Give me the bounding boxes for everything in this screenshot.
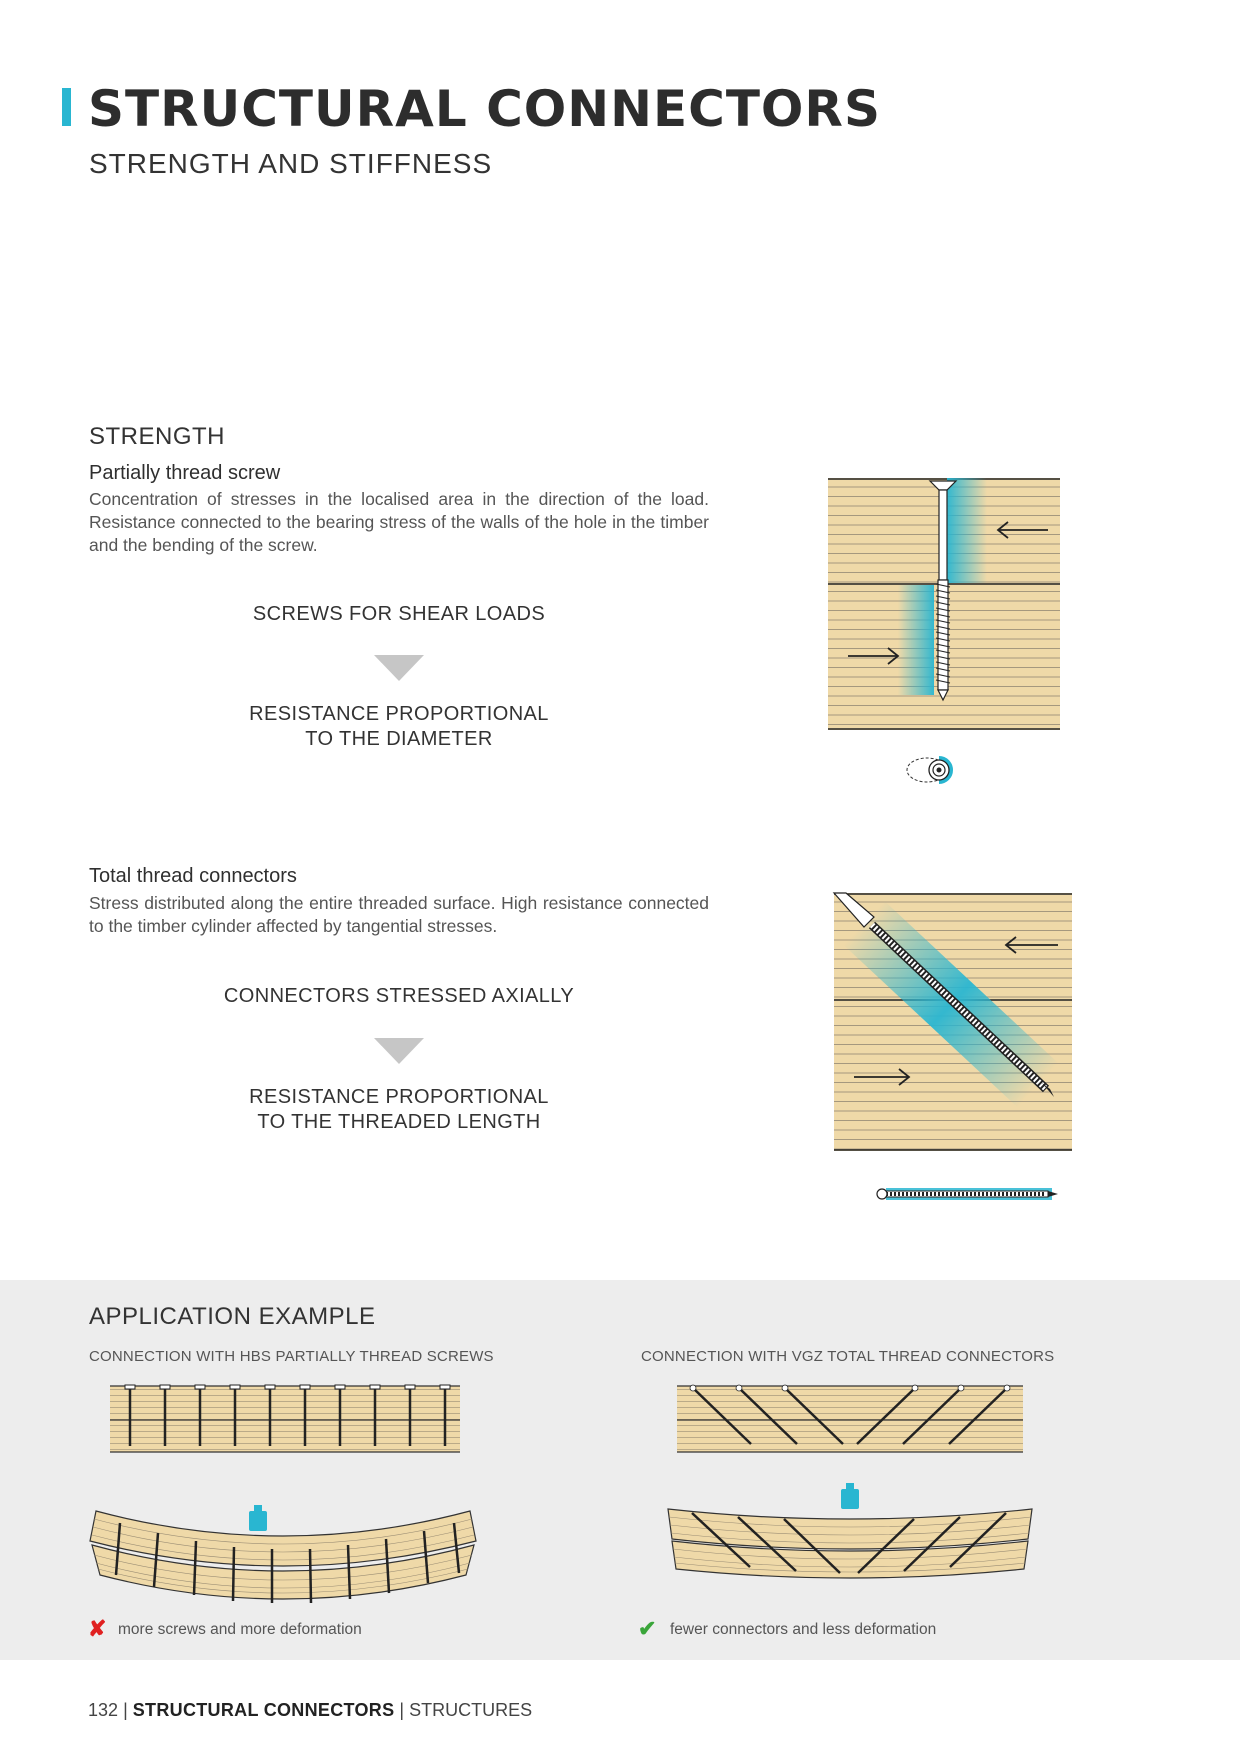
partial-thread-title: Partially thread screw: [89, 462, 281, 484]
total-label-bottom-line1: RESISTANCE PROPORTIONAL: [249, 1086, 549, 1108]
arrow-down-icon: [374, 655, 424, 681]
footer-section: STRUCTURAL CONNECTORS: [132, 1700, 395, 1720]
hbs-caption: CONNECTION WITH HBS PARTIALLY THREAD SCR…: [89, 1348, 494, 1365]
total-screw-section-icon: [876, 1188, 1058, 1200]
total-thread-description: Stress distributed along the entire thre…: [89, 893, 709, 936]
partial-screw-section-icon: [906, 756, 953, 784]
partial-label-bottom-line1: RESISTANCE PROPORTIONAL: [249, 703, 549, 725]
footer-subsection: STRUCTURES: [409, 1700, 533, 1720]
total-label-bottom: RESISTANCE PROPORTIONAL TO THE THREADED …: [149, 1085, 649, 1135]
hbs-beam-undeformed: [110, 1384, 460, 1453]
check-icon: ✔: [638, 1616, 657, 1641]
partial-label-bottom: RESISTANCE PROPORTIONAL TO THE DIAMETER: [149, 702, 649, 752]
strength-heading: STRENGTH: [89, 423, 225, 450]
page-subtitle: STRENGTH AND STIFFNESS: [89, 148, 493, 179]
application-heading: APPLICATION EXAMPLE: [89, 1303, 376, 1330]
vgz-note: fewer connectors and less deformation: [670, 1621, 937, 1638]
partial-thread-description: Concentration of stresses in the localis…: [89, 489, 709, 555]
partial-label-bottom-line2: TO THE DIAMETER: [305, 728, 493, 750]
vgz-beam-deformed: [667, 1483, 1033, 1579]
hbs-note: more screws and more deformation: [118, 1621, 362, 1638]
total-label-top: CONNECTORS STRESSED AXIALLY: [223, 985, 575, 1007]
arrow-down-icon: [374, 1038, 424, 1064]
title-accent-bar: [62, 88, 71, 126]
application-background: [0, 1280, 1240, 1660]
footer-separator: |: [123, 1700, 133, 1720]
footer-separator: |: [399, 1700, 410, 1720]
hbs-beam-deformed: [89, 1505, 477, 1604]
vgz-caption: CONNECTION WITH VGZ TOTAL THREAD CONNECT…: [641, 1348, 1055, 1365]
page-title: STRUCTURAL CONNECTORS: [88, 80, 881, 138]
page-number: 132: [88, 1700, 119, 1720]
page-footer: 132 | STRUCTURAL CONNECTORS | STRUCTURES: [88, 1700, 532, 1721]
total-thread-title: Total thread connectors: [89, 865, 297, 887]
partial-label-top: SCREWS FOR SHEAR LOADS: [252, 603, 546, 625]
vgz-beam-undeformed: [677, 1384, 1023, 1453]
total-thread-diagram: [832, 892, 1072, 1151]
total-label-bottom-line2: TO THE THREADED LENGTH: [257, 1111, 541, 1133]
partial-thread-diagram: [828, 478, 1060, 730]
cross-icon: ✘: [88, 1616, 107, 1641]
